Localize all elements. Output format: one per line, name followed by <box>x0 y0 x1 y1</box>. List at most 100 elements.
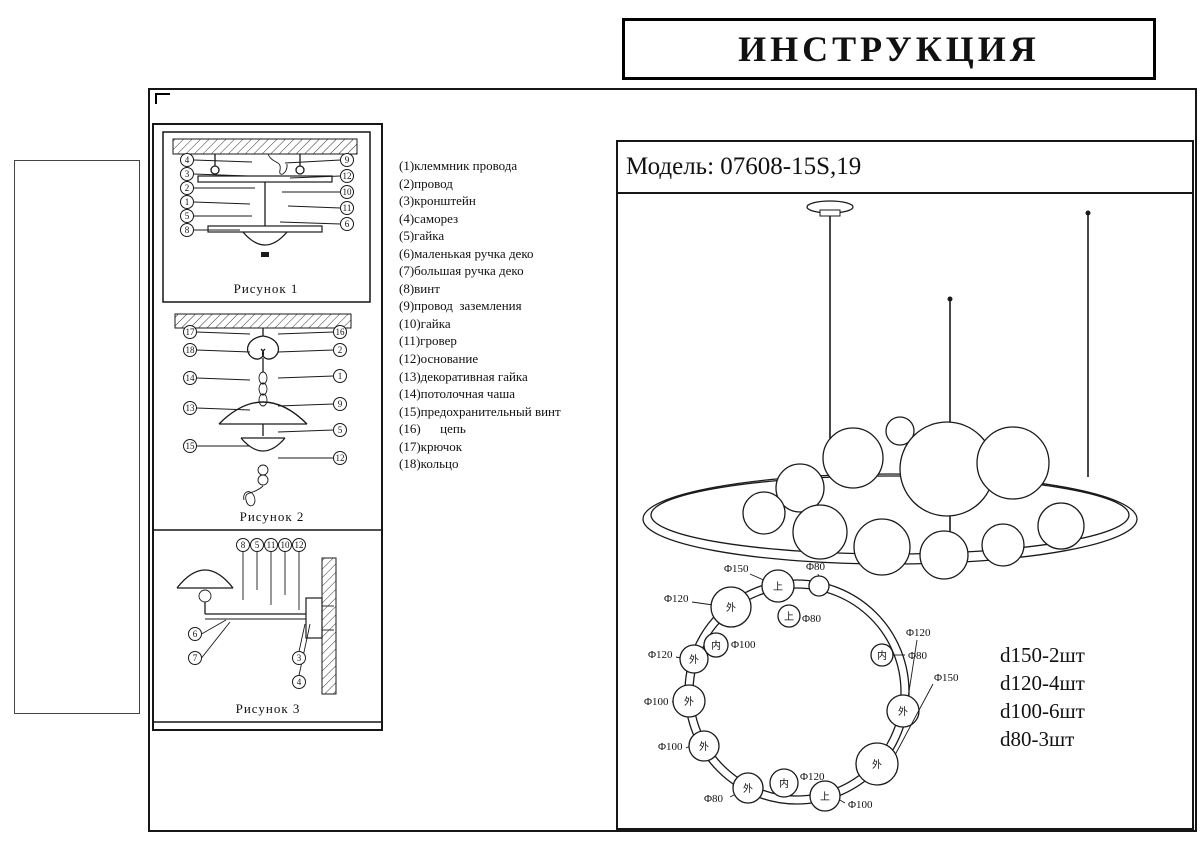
callout-number: 15 <box>186 441 196 451</box>
parts-list-item: (13)декоративная гайка <box>399 368 528 384</box>
callout-number: 7 <box>193 653 198 663</box>
glass-sphere <box>885 416 915 446</box>
figure2-drawing: 17 18 14 13 15 16 2 1 9 5 12 Рисунок 2 <box>153 313 382 531</box>
callout-number: 16 <box>336 327 346 337</box>
parts-list-item: (18)кольцо <box>399 456 459 472</box>
legend-line: d100-6шт <box>1000 699 1085 723</box>
parts-list-item: (17)крючок <box>399 438 463 454</box>
callout-number: 8 <box>241 540 246 550</box>
dimension-label: Φ150 <box>724 563 749 575</box>
callout-number: 4 <box>297 677 302 687</box>
orientation-mark: 上 <box>784 611 794 623</box>
model-header: Модель: 07608-15S,19 <box>618 142 1192 194</box>
lamp-shade <box>176 569 234 589</box>
bulb-plan <box>672 684 706 718</box>
orientation-mark: 外 <box>689 654 699 666</box>
callout-number: 11 <box>267 540 276 550</box>
figure3-drawing: 8 5 11 10 12 6 7 3 4 Рисуно <box>153 538 382 723</box>
parts-list-item: (5)гайка <box>399 228 445 244</box>
callout-number: 9 <box>338 399 343 409</box>
parts-list-item: (15)предохранительный винт <box>399 403 561 419</box>
parts-list-item: (2)провод <box>399 175 453 191</box>
bulb-plan <box>855 742 899 786</box>
bulb-plan <box>688 730 720 762</box>
dimension-label: Φ100 <box>731 639 756 651</box>
parts-list-item: (11)гровер <box>399 333 457 349</box>
wire-coil <box>243 485 264 507</box>
dimension-label: Φ100 <box>644 696 669 708</box>
chandelier-drawing: 上 Φ150 Φ80 外 Φ120 上 Φ80 外 Φ120 内 Φ100 <box>642 200 1138 812</box>
bulb-plan <box>710 586 752 628</box>
document-title-box: ИНСТРУКЦИЯ <box>622 18 1156 80</box>
legend-line: d120-4шт <box>1000 671 1085 695</box>
orientation-mark: 外 <box>898 706 908 718</box>
parts-list-item: (16) цепь <box>399 421 466 437</box>
quantity-legend: d150-2шт d120-4шт d100-6шт d80-3шт <box>1000 643 1085 751</box>
dimension-label: Φ120 <box>906 627 931 639</box>
orientation-mark: 上 <box>820 791 830 803</box>
callout-number: 1 <box>185 197 190 207</box>
legend-line: d150-2шт <box>1000 643 1085 667</box>
callout-number: 8 <box>185 225 190 235</box>
callout-number: 12 <box>343 171 352 181</box>
parts-list-item: (10)гайка <box>399 315 451 331</box>
callout-number: 10 <box>281 540 291 550</box>
orientation-mark: 外 <box>872 759 882 771</box>
wire-squiggle <box>267 153 288 175</box>
dimension-label: Φ80 <box>806 561 826 573</box>
parts-list-item: (4)саморез <box>399 210 459 226</box>
bulb-plan <box>777 604 801 628</box>
dimension-label: Φ100 <box>848 799 873 811</box>
wall-hatch <box>321 557 337 695</box>
glass-sphere <box>822 427 884 489</box>
dimension-label: Φ120 <box>664 593 689 605</box>
callout-number: 12 <box>295 540 304 550</box>
callout-number: 5 <box>255 540 260 550</box>
glass-sphere <box>1037 502 1085 550</box>
dimension-label: Φ80 <box>908 650 928 662</box>
bulb-plan <box>870 643 894 667</box>
dimension-label: Φ120 <box>800 771 825 783</box>
top-view: 上 Φ150 Φ80 外 Φ120 上 Φ80 外 Φ120 内 Φ100 <box>644 561 959 812</box>
callout-number: 17 <box>186 327 196 337</box>
orientation-mark: 内 <box>779 777 789 790</box>
orientation-mark: 外 <box>684 696 694 708</box>
dimension-label: Φ120 <box>648 649 673 661</box>
callout-number: 5 <box>338 425 343 435</box>
callout-number: 10 <box>343 187 353 197</box>
dimension-label: Φ80 <box>704 793 724 805</box>
bulb-plan <box>761 569 795 603</box>
callout-number: 4 <box>185 155 190 165</box>
callout-number: 12 <box>336 453 345 463</box>
corner-mark <box>155 93 170 104</box>
callout-number: 13 <box>186 403 196 413</box>
callout-number: 3 <box>185 169 190 179</box>
orientation-mark: 内 <box>877 649 887 662</box>
glass-sphere <box>976 426 1050 500</box>
bulb-plan <box>679 644 709 674</box>
callout-number: 6 <box>193 629 198 639</box>
parts-list-item: (12)основание <box>399 351 479 367</box>
cup-shape <box>240 437 286 452</box>
callout-number: 18 <box>186 345 196 355</box>
figure1-caption: Рисунок 1 <box>234 281 299 296</box>
content-frame <box>148 88 1197 832</box>
callout-number: 2 <box>185 183 190 193</box>
glass-sphere <box>742 491 786 535</box>
bulb-plan <box>703 632 729 658</box>
bulb-plan <box>808 575 830 597</box>
parts-list-item: (14)потолочная чаша <box>399 386 516 402</box>
callout-number: 6 <box>345 219 350 229</box>
cup-shape <box>242 231 288 246</box>
side-view <box>642 200 1138 580</box>
glass-sphere <box>919 530 969 580</box>
glass-sphere <box>853 518 911 576</box>
parts-list-item: (9)провод заземления <box>399 298 522 314</box>
callout-number: 3 <box>297 653 302 663</box>
figure2-caption: Рисунок 2 <box>240 509 305 524</box>
bulb-plan <box>769 768 799 798</box>
orientation-mark: 外 <box>743 783 753 795</box>
parts-list-item: (8)винт <box>399 280 440 296</box>
orientation-mark: 上 <box>773 581 783 593</box>
